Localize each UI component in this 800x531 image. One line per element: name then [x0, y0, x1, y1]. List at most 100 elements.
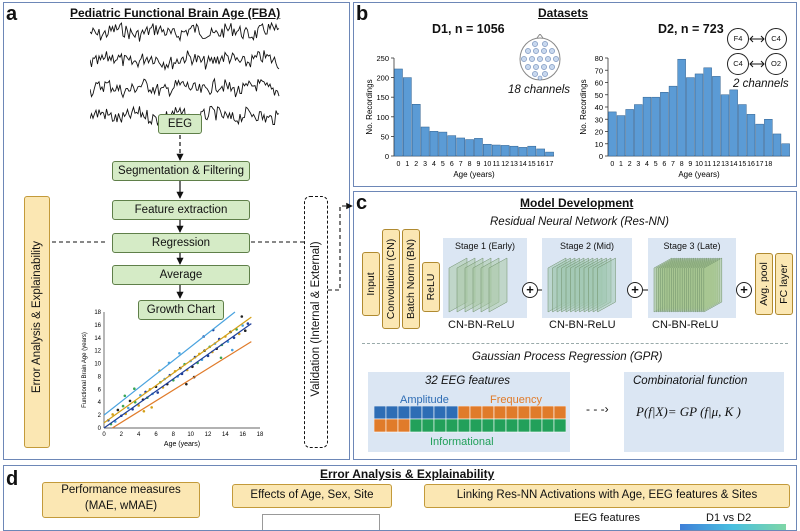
step-average: Average [112, 265, 250, 285]
bar [394, 68, 403, 157]
electrode-links [749, 35, 765, 68]
x-tick-label: 8 [172, 432, 176, 438]
x-tick-label: 15 [528, 161, 536, 168]
x-tick-label: 0 [610, 161, 614, 168]
scatter-point [121, 404, 125, 408]
feature-cell [541, 418, 555, 433]
feature-cell [445, 406, 459, 420]
feature-cell [529, 406, 543, 420]
x-tick-label: 10 [187, 432, 194, 438]
bar [411, 104, 421, 157]
x-tick-label: 1 [405, 161, 409, 168]
panel-b-letter: b [356, 3, 369, 25]
x-tick-label: 10 [483, 161, 491, 168]
scatter-point [240, 315, 244, 318]
scatter-point [116, 408, 120, 412]
x-tick-label: 9 [688, 161, 692, 168]
percentile-line [103, 316, 252, 424]
bar [781, 143, 790, 157]
percentile-line [111, 341, 252, 429]
electrode-o2: O2 [765, 53, 787, 75]
convolution-block: Convolution (CN) [382, 229, 400, 329]
feature-cell [469, 406, 483, 420]
stage-1: Stage 1 (Early) [443, 238, 527, 318]
bar [500, 145, 510, 157]
x-tick-label: 14 [519, 161, 527, 168]
y-tick-label: 10 [94, 362, 101, 368]
y-tick-label: 0 [98, 426, 102, 432]
feature-cell [541, 406, 555, 420]
bar [491, 144, 501, 157]
step-feature-extraction: Feature extraction [112, 200, 250, 220]
y-tick-label: 250 [376, 54, 389, 63]
scatter-point [111, 413, 114, 416]
bar [694, 73, 704, 157]
panel-c-title: Model Development [520, 196, 634, 210]
y-tick-label: 80 [595, 54, 603, 63]
eeg-features-label: EEG features [574, 512, 641, 524]
x-tick-label: 11 [704, 161, 711, 168]
feature-cell [421, 418, 435, 433]
bar [403, 77, 412, 157]
x-tick-label: 2 [628, 161, 632, 168]
x-tick-label: 10 [695, 161, 703, 168]
bar [509, 145, 519, 157]
y-tick-label: 70 [595, 66, 603, 75]
y-tick-label: 12 [94, 349, 101, 355]
batchnorm-block: Batch Norm (BN) [402, 229, 420, 329]
bar [634, 104, 643, 157]
bar [545, 151, 554, 157]
x-tick-label: 11 [493, 161, 500, 168]
error-analysis-box [24, 196, 50, 448]
bar [616, 115, 626, 157]
eeg-cap-icon [519, 34, 561, 81]
effects-box [232, 484, 392, 508]
feature-cell [493, 406, 507, 420]
scatter-point [219, 356, 223, 360]
stage-2-caption: CN-BN-ReLU [549, 319, 616, 331]
y-tick-label: 50 [595, 91, 603, 100]
panel-a-letter: a [6, 3, 18, 25]
x-tick-label: 0 [396, 161, 400, 168]
panel-a [3, 2, 350, 460]
panel-d-title: Error Analysis & Explainability [320, 467, 495, 481]
stage-3: Stage 3 (Late) [648, 238, 736, 318]
bar [668, 85, 678, 157]
arrow-dashed: - - -› [586, 402, 609, 416]
feature-cell [374, 418, 387, 433]
step-segmentation: Segmentation & Filtering [112, 161, 250, 181]
x-tick-label: 17 [756, 161, 764, 168]
bar [764, 119, 773, 157]
x-axis-label: Age (years) [453, 170, 495, 179]
x-tick-label: 13 [721, 161, 729, 168]
scatter-point [241, 324, 244, 327]
scatter-point [150, 406, 153, 409]
x-tick-label: 16 [747, 161, 755, 168]
feature-cell [505, 406, 519, 420]
x-tick-label: 0 [102, 432, 106, 438]
feature-cell [457, 406, 471, 420]
x-tick-label: 5 [654, 161, 658, 168]
y-tick-label: 6 [98, 387, 102, 393]
scatter-point [133, 387, 136, 390]
panel-b-title: Datasets [538, 6, 589, 20]
x-tick-label: 12 [205, 432, 212, 438]
step-regression: Regression [112, 233, 250, 253]
y-tick-label: 14 [94, 336, 101, 342]
feature-cell [409, 406, 423, 420]
section-divider [362, 343, 788, 344]
features-grid [374, 406, 566, 433]
y-axis-label: Functional Brain Age (years) [82, 332, 88, 408]
d2-channels: 2 channels [733, 78, 789, 90]
residual-add-2: + [627, 282, 643, 298]
bar [438, 131, 448, 157]
d2-label: D2, n = 723 [658, 22, 724, 36]
panel-d-letter: d [6, 468, 19, 490]
feature-cell [397, 418, 411, 433]
x-tick-label: 15 [738, 161, 746, 168]
stage-3-layers [653, 257, 723, 313]
bar [651, 96, 660, 157]
